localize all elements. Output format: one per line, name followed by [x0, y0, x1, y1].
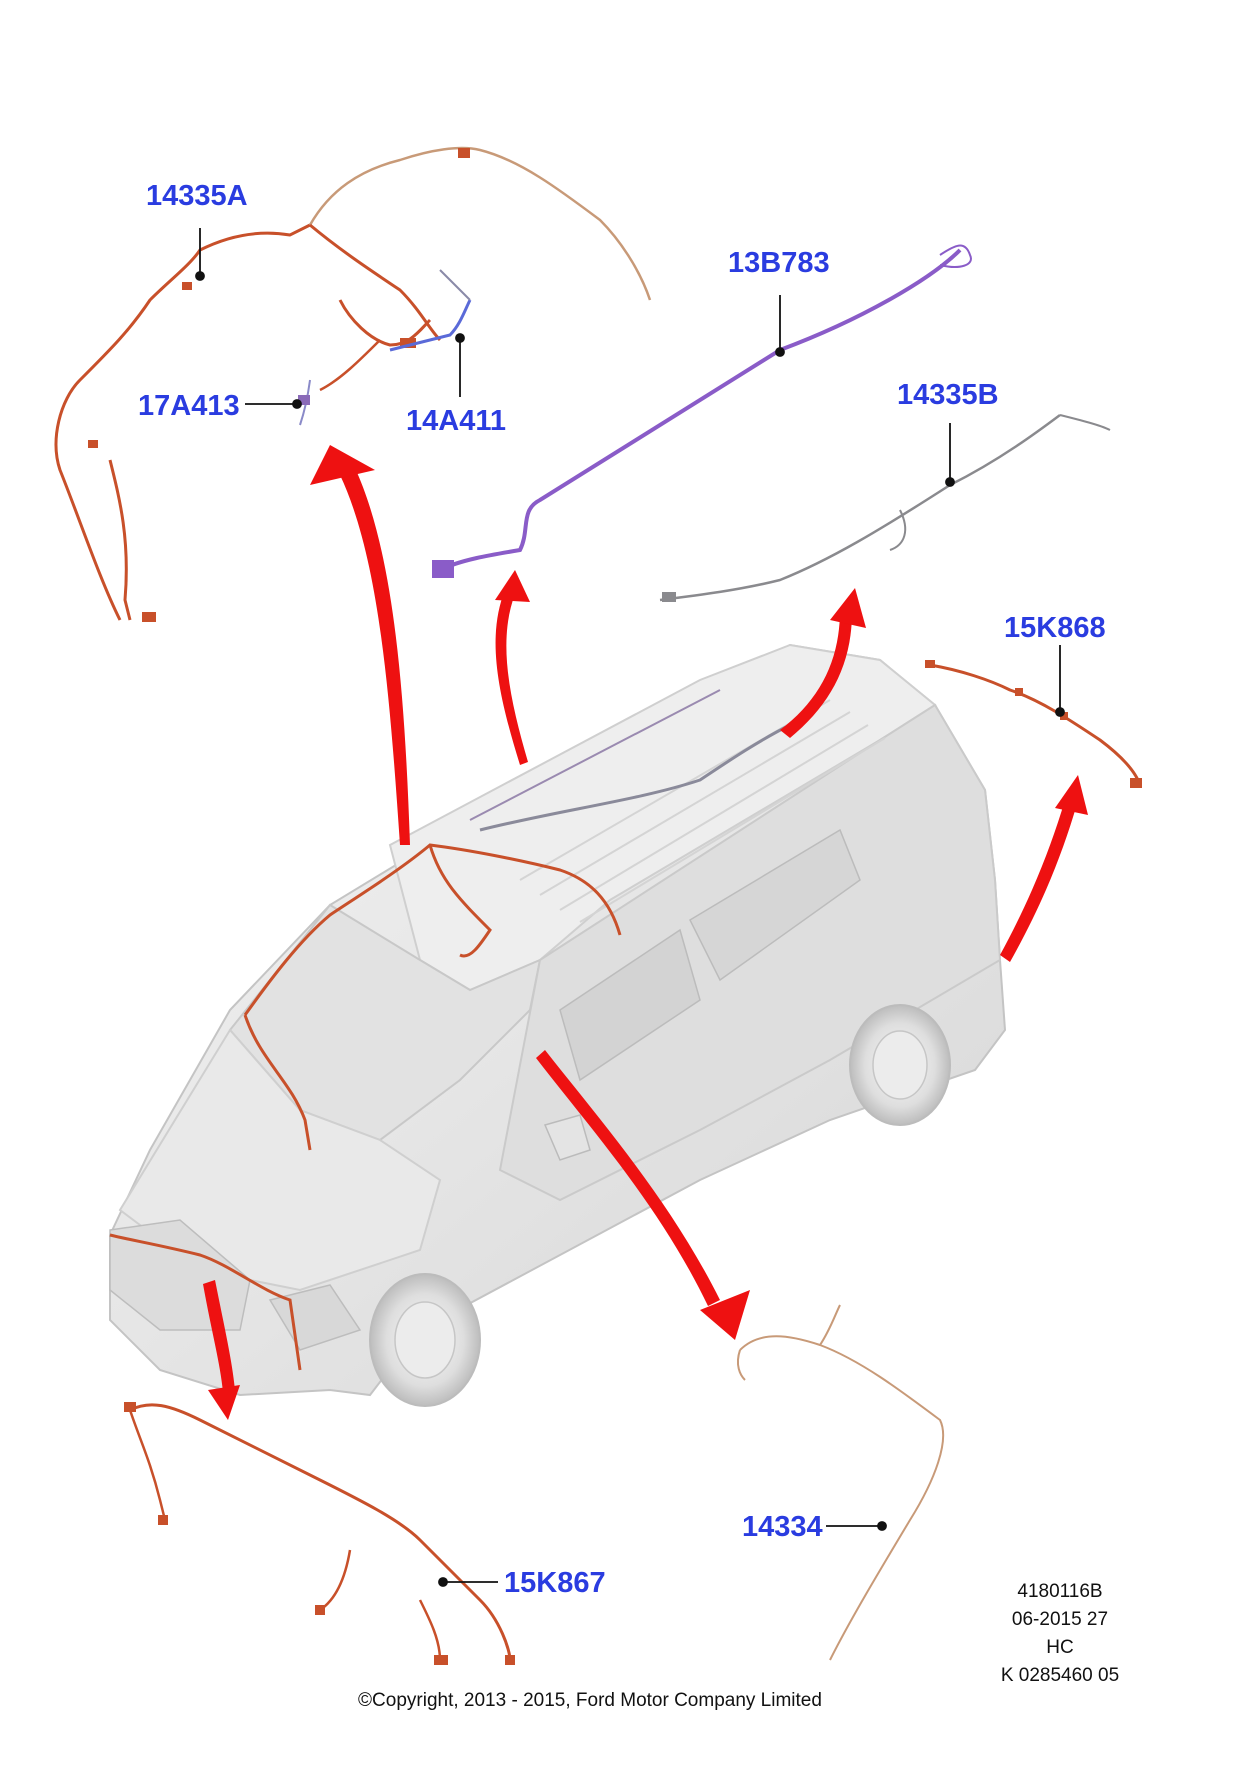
harness-13B783	[432, 244, 972, 578]
reference-line-2: 06-2015 27	[1011, 1609, 1109, 1630]
callout-14334: 14334	[742, 1511, 823, 1543]
harness-14334	[736, 1304, 945, 1661]
arrow-to-14335B	[780, 588, 866, 738]
harness-15K867	[124, 1402, 515, 1665]
callout-17A413: 17A413	[138, 390, 240, 422]
arrow-to-13B783	[495, 570, 530, 765]
harness-14335B	[659, 413, 1111, 602]
callout-14335A: 14335A	[146, 180, 248, 212]
reference-line-1: 4180116B	[1017, 1581, 1103, 1602]
harness-14335A	[54, 146, 652, 622]
callout-15K868: 15K868	[1004, 612, 1106, 644]
arrow-to-15K867	[203, 1280, 240, 1420]
reference-line-4: K 0285460 05	[1000, 1665, 1120, 1686]
reference-block: 4180116B 06-2015 27 HC K 0285460 05	[970, 1578, 1150, 1690]
arrow-to-14335A	[310, 445, 410, 845]
harness-15K868	[925, 660, 1142, 788]
harness-14A411	[389, 269, 472, 352]
callout-14335B: 14335B	[897, 379, 999, 411]
callout-13B783: 13B783	[728, 247, 830, 279]
arrows	[203, 445, 1088, 1420]
callout-15K867: 15K867	[504, 1567, 606, 1599]
vehicle	[109, 643, 1007, 1407]
callout-14A411: 14A411	[406, 405, 506, 437]
copyright-notice: ©Copyright, 2013 - 2015, Ford Motor Comp…	[358, 1690, 822, 1711]
arrow-to-15K868	[1000, 775, 1088, 962]
leader-lines	[195, 228, 1065, 1587]
arrow-to-14334	[536, 1050, 750, 1340]
harness-17A413	[298, 379, 311, 426]
reference-line-3: HC	[1046, 1637, 1074, 1658]
